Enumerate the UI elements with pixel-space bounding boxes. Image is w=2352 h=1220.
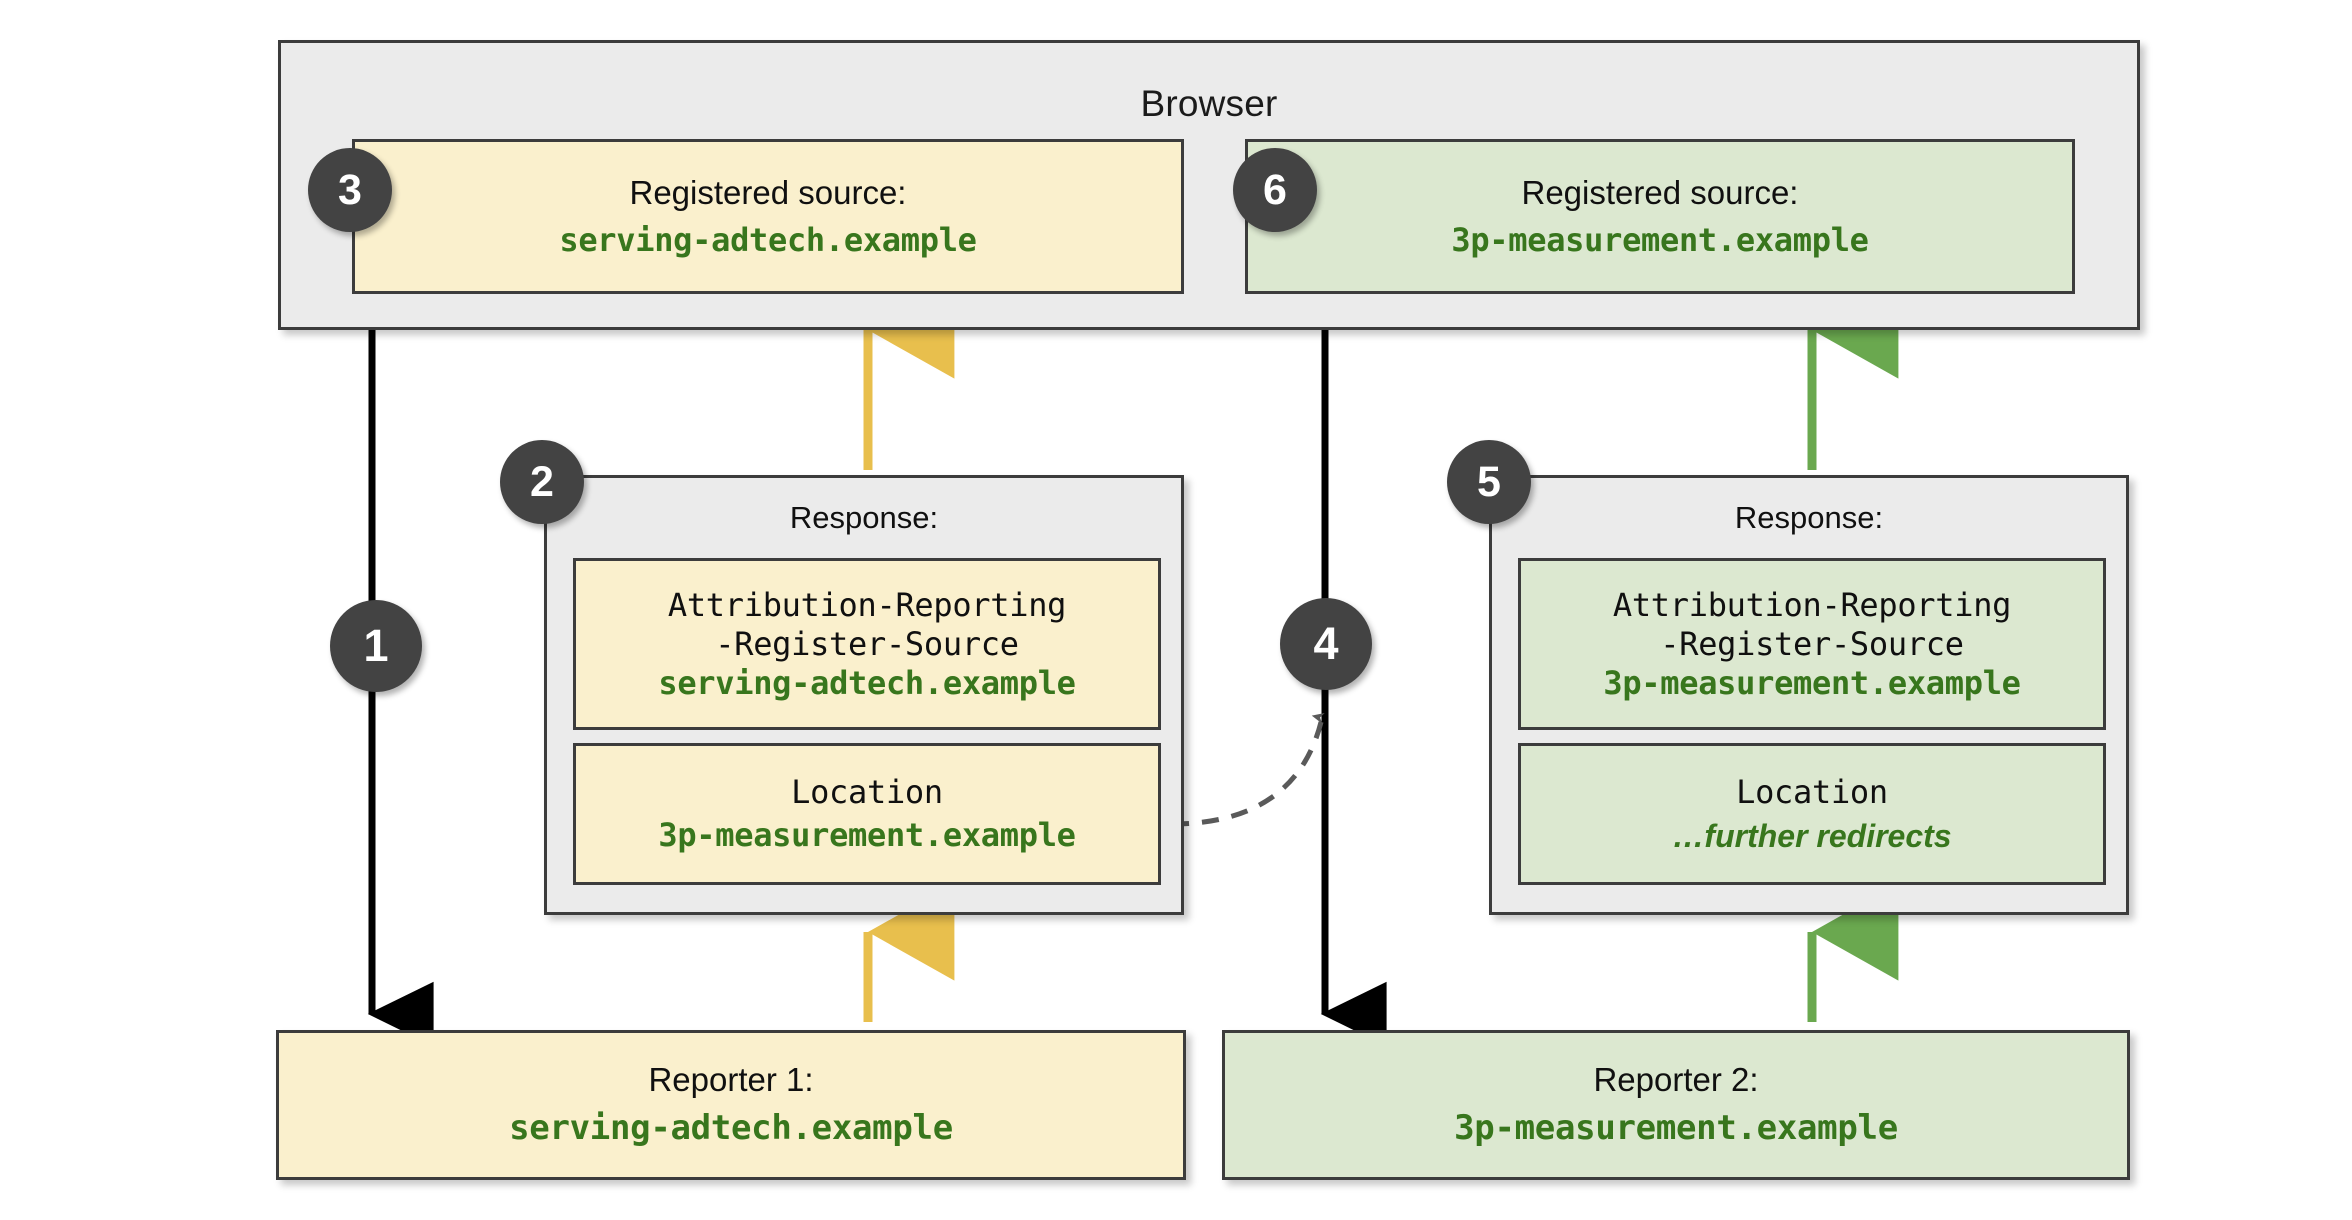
step-badge-3: 3: [308, 148, 392, 232]
registered-source-panel-1: Registered source: serving-adtech.exampl…: [352, 139, 1184, 294]
registered-source-caption-2: Registered source:: [1521, 173, 1799, 211]
registered-source-panel-2: Registered source: 3p-measurement.exampl…: [1245, 139, 2075, 294]
registered-source-caption-1: Registered source:: [629, 173, 907, 211]
step-badge-6: 6: [1233, 148, 1317, 232]
response-header-1-1: Attribution-Reporting -Register-Source s…: [573, 558, 1161, 730]
reporter-value-2: 3p-measurement.example: [1454, 1108, 1898, 1149]
step-badge-1: 1: [330, 600, 422, 692]
browser-title: Browser: [1140, 83, 1278, 124]
header-name-line2: -Register-Source: [1660, 624, 1964, 663]
reporter-box-1: Reporter 1: serving-adtech.example: [276, 1030, 1186, 1180]
response-box-1: Response: Attribution-Reporting -Registe…: [544, 475, 1184, 915]
header-name-line2: -Register-Source: [715, 624, 1019, 663]
step-badge-5: 5: [1447, 440, 1531, 524]
header-value: serving-adtech.example: [658, 663, 1076, 702]
response-label-2: Response:: [1734, 500, 1884, 535]
step-badge-4: 4: [1280, 598, 1372, 690]
reporter-caption-2: Reporter 2:: [1593, 1061, 1759, 1099]
reporter-caption-1: Reporter 1:: [648, 1061, 814, 1099]
header-name-line1: Location: [1736, 772, 1888, 811]
registered-source-value-2: 3p-measurement.example: [1451, 220, 1869, 259]
registered-source-value-1: serving-adtech.example: [559, 220, 977, 259]
response-box-2: Response: Attribution-Reporting -Registe…: [1489, 475, 2129, 915]
response-header-2-1: Attribution-Reporting -Register-Source 3…: [1518, 558, 2106, 730]
header-value: …further redirects: [1672, 818, 1952, 855]
response-label-1: Response:: [789, 500, 939, 535]
header-name-line1: Location: [791, 773, 943, 812]
header-value: 3p-measurement.example: [658, 816, 1076, 855]
header-name-line1: Attribution-Reporting: [667, 585, 1067, 624]
response-header-1-2: Location 3p-measurement.example: [573, 743, 1161, 885]
reporter-value-1: serving-adtech.example: [509, 1108, 953, 1149]
response-header-2-2: Location …further redirects: [1518, 743, 2106, 885]
header-name-line1: Attribution-Reporting: [1612, 585, 2012, 624]
header-value: 3p-measurement.example: [1603, 663, 2021, 702]
redirect-dashed-arrow: [1171, 712, 1325, 827]
reporter-box-2: Reporter 2: 3p-measurement.example: [1222, 1030, 2130, 1180]
step-badge-2: 2: [500, 440, 584, 524]
